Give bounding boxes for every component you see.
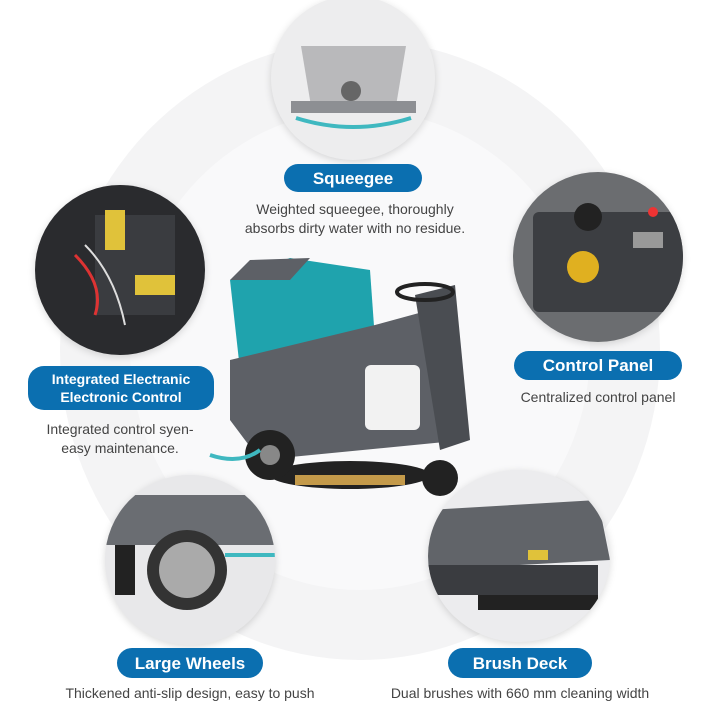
electronics-photo [35,185,205,355]
squeegee-title: Squeegee [284,164,422,192]
large-wheels-description: Thickened anti-slip design, easy to push [65,685,315,701]
control-panel-title: Control Panel [514,351,682,380]
control-panel-photo [513,172,683,342]
brush-deck-description: Dual brushes with 660 mm cleaning width [390,685,650,701]
brush-deck-title: Brush Deck [448,648,592,678]
electronic-control-description: Integrated control syen-easy maintenance… [46,421,194,456]
control-panel-description: Centralized control panel [520,389,676,405]
squeegee-photo [271,0,435,160]
wheel-photo [105,475,275,645]
large-wheels-title: Large Wheels [117,648,263,678]
scrubber-machine-image [200,250,490,500]
brush-deck-photo [428,470,610,642]
